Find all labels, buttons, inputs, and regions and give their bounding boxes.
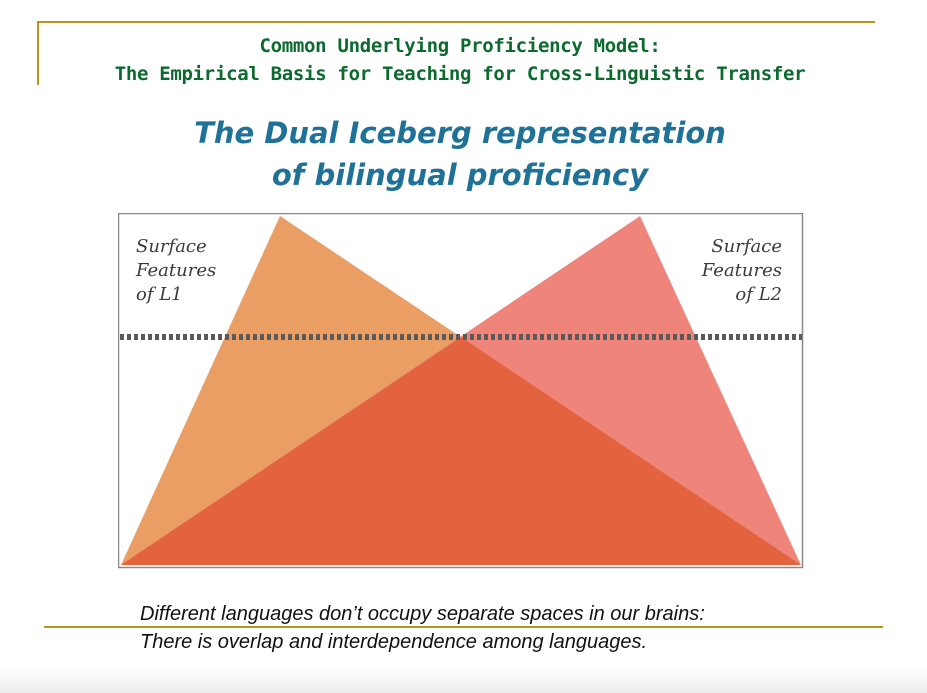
left-rule — [37, 21, 39, 85]
footer-shade — [0, 668, 927, 693]
diagram-title-line-2: of bilingual proficiency — [271, 158, 649, 192]
top-rule — [37, 21, 875, 23]
surface-features-l2-label: Surface Features of L2 — [701, 236, 782, 305]
bottom-rule — [44, 626, 883, 628]
caption-line-2: There is overlap and interdependence amo… — [140, 631, 648, 653]
caption-line-1: Different languages don’t occupy separat… — [140, 603, 705, 625]
slide-title-line-1: Common Underlying Proficiency Model: — [259, 35, 661, 57]
common-underlying-proficiency — [121, 337, 801, 565]
slide-title-line-2: The Empirical Basis for Teaching for Cro… — [114, 63, 806, 85]
dual-iceberg-diagram — [118, 213, 804, 569]
diagram-title-line-1: The Dual Iceberg representation — [194, 116, 726, 150]
surface-features-l1-label: Surface Features of L1 — [136, 236, 217, 305]
